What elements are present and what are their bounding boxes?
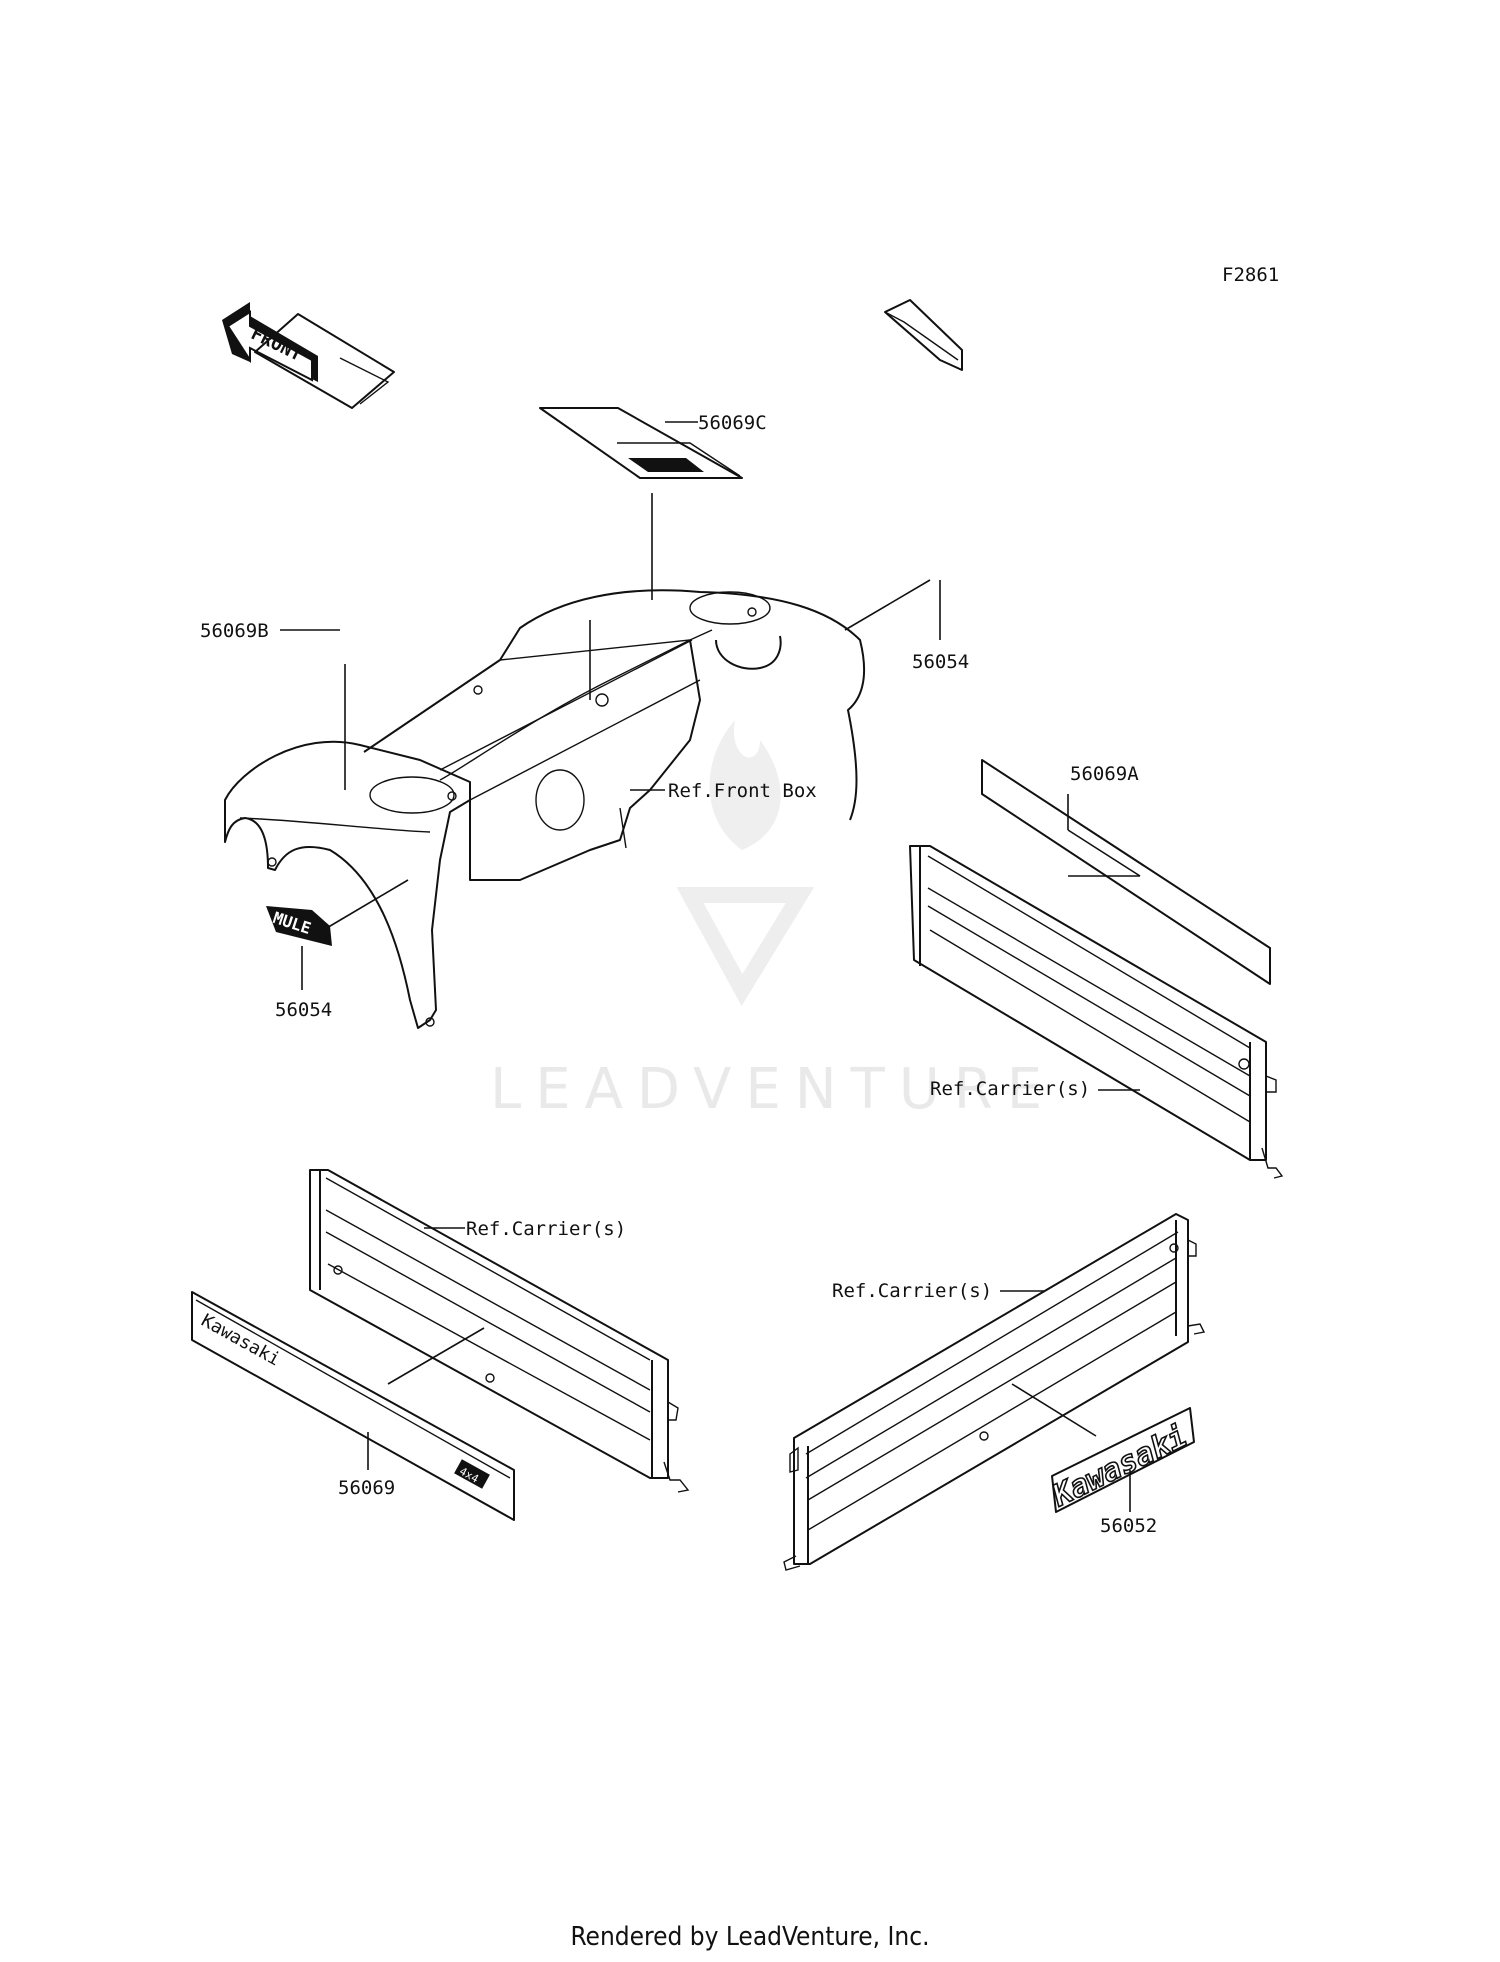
- label-56069: 56069: [338, 1477, 395, 1499]
- leader-mule-emblem: [319, 879, 409, 933]
- leader-56069-panel: [387, 1327, 485, 1385]
- figure-code: F2861: [1222, 264, 1279, 286]
- decal-56069C: [539, 407, 743, 479]
- kawasaki-emblem-text: Kawasaki: [1046, 1419, 1192, 1514]
- label-ref-carrier-left: Ref.Carrier(s): [466, 1218, 626, 1240]
- decal-56054-mule: MULE: [266, 906, 332, 946]
- carrier-panel-left: [309, 1169, 690, 1493]
- label-56069A: 56069A: [1070, 763, 1139, 785]
- label-56069C: 56069C: [698, 412, 767, 434]
- label-56054-left: 56054: [275, 999, 332, 1021]
- leader-56052-panel: [1011, 1383, 1097, 1437]
- label-ref-carrier-bottom: Ref.Carrier(s): [832, 1280, 992, 1302]
- watermark: LEADVENTURE: [490, 720, 1056, 1122]
- carrier-panel-right: [909, 845, 1284, 1179]
- decal-56069A: [981, 759, 1271, 985]
- leader-56069A-h: [1067, 829, 1141, 877]
- leader-56054-top: [844, 579, 931, 631]
- watermark-text: LEADVENTURE: [490, 1057, 1056, 1122]
- label-56052: 56052: [1100, 1515, 1157, 1537]
- label-ref-front-box: Ref.Front Box: [668, 780, 817, 802]
- carrier-panel-tailgate: [783, 1213, 1206, 1571]
- label-56069B: 56069B: [200, 620, 269, 642]
- decal-56054-top: [884, 299, 963, 371]
- decal-56052-kawasaki-emblem: Kawasaki: [1046, 1407, 1195, 1515]
- label-ref-carrier-right: Ref.Carrier(s): [930, 1078, 1090, 1100]
- label-56054-top: 56054: [912, 651, 969, 673]
- decal-56069B: [254, 313, 395, 409]
- footer-credit: Rendered by LeadVenture, Inc.: [570, 1922, 930, 1952]
- front-arrow-icon: FRONT: [222, 302, 318, 382]
- front-box: [224, 589, 865, 1029]
